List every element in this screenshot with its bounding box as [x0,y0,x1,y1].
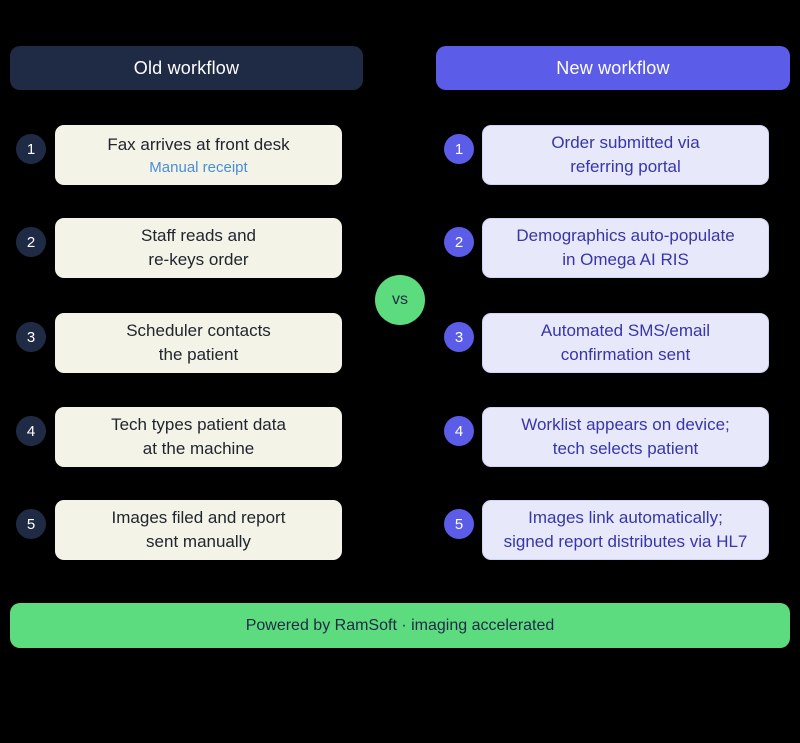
new-step-1-number: 1 [444,134,474,164]
old-step-3-text-line2: the patient [158,345,239,364]
old-step-2-text-line2: re-keys order [148,250,249,269]
old-step-2-number: 2 [16,227,46,257]
old-step-4-number: 4 [16,416,46,446]
old-step-4-text-line2: at the machine [142,439,255,458]
new-step-4-text-line2: tech selects patient [552,439,699,458]
new-workflow-header: New workflow [436,46,790,90]
workflow-row-1: 1 Fax arrives at front desk Manual recei… [0,125,800,185]
new-step-5-card: Images link automatically; signed report… [482,500,769,560]
old-workflow-header: Old workflow [10,46,363,90]
old-step-3-text-line1: Scheduler contacts [126,321,271,340]
old-step-3-card: Scheduler contacts the patient [55,313,342,373]
old-step-1-card: Fax arrives at front desk Manual receipt [55,125,342,185]
old-step-5-text-line2: sent manually [146,532,251,551]
new-step-5-text-line2: signed report distributes via HL7 [503,532,748,551]
new-step-2-card: Demographics auto-populate in Omega AI R… [482,218,769,278]
new-step-5-number: 5 [444,509,474,539]
old-step-4-text-line1: Tech types patient data [111,415,286,434]
new-step-2-text-line1: Demographics auto-populate [516,226,735,245]
workflow-row-5: 5 Images filed and report sent manually … [0,500,800,560]
old-step-1-number: 1 [16,134,46,164]
workflow-row-4: 4 Tech types patient data at the machine… [0,407,800,467]
new-step-2-number: 2 [444,227,474,257]
new-step-4-number: 4 [444,416,474,446]
footer-banner: Powered by RamSoft · imaging accelerated [10,603,790,648]
new-step-1-card: Order submitted via referring portal [482,125,769,185]
old-step-5-number: 5 [16,509,46,539]
new-step-4-text-line1: Worklist appears on device; [521,415,730,434]
new-step-3-text-line2: confirmation sent [560,345,691,364]
old-step-4-card: Tech types patient data at the machine [55,407,342,467]
vs-badge: vs [375,275,425,325]
new-step-3-card: Automated SMS/email confirmation sent [482,313,769,373]
old-step-1-subnote: Manual receipt [149,158,248,176]
old-step-5-text-line1: Images filed and report [111,508,286,527]
new-step-2-text-line2: in Omega AI RIS [562,250,689,269]
old-step-2-text-line1: Staff reads and [141,226,256,245]
new-step-1-text-line1: Order submitted via [551,133,700,152]
old-step-5-card: Images filed and report sent manually [55,500,342,560]
old-step-1-text: Fax arrives at front desk [107,134,290,154]
new-step-1-text-line2: referring portal [570,157,681,176]
new-step-5-text-line1: Images link automatically; [528,508,723,527]
new-step-3-number: 3 [444,322,474,352]
workflow-row-3: 3 Scheduler contacts the patient 3 Autom… [0,313,800,373]
old-step-2-card: Staff reads and re-keys order [55,218,342,278]
workflow-row-2: 2 Staff reads and re-keys order 2 Demogr… [0,218,800,278]
new-step-4-card: Worklist appears on device; tech selects… [482,407,769,467]
new-step-3-text-line1: Automated SMS/email [540,321,711,340]
old-step-3-number: 3 [16,322,46,352]
